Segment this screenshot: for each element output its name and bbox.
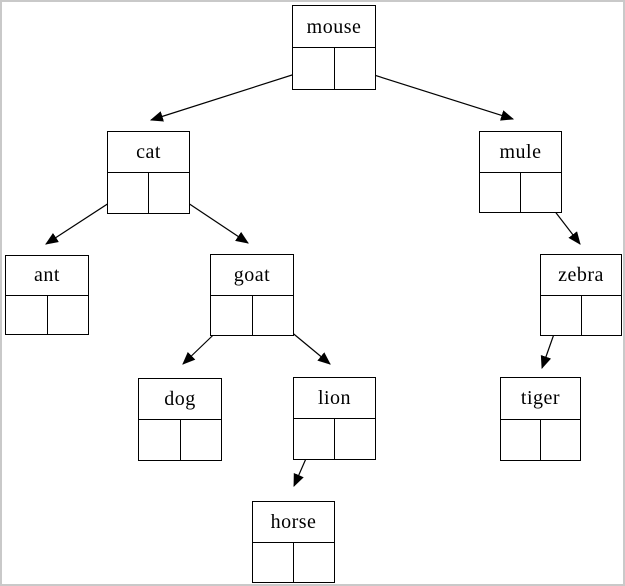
left-pointer-cell-goat (211, 295, 253, 335)
left-pointer-cell-tiger (501, 419, 541, 460)
right-pointer-cell-tiger (541, 420, 580, 461)
edge-mouse-mule (354, 68, 515, 121)
node-label-zebra: zebra (558, 263, 604, 286)
pointer-cells-mule (480, 171, 561, 213)
node-label-mouse: mouse (306, 15, 362, 38)
left-pointer-cell-horse (253, 542, 294, 582)
tree-node-mouse: mouse (292, 5, 376, 90)
pointer-cells-cat (108, 172, 189, 213)
node-label-dog: dog (164, 388, 196, 410)
right-pointer-cell-mule (521, 173, 561, 213)
pointer-cells-dog (139, 419, 221, 460)
node-label-tiger: tiger (520, 387, 561, 410)
pointer-cells-lion (294, 418, 375, 459)
pointer-cells-ant (6, 294, 89, 335)
left-pointer-cell-mule (480, 172, 521, 212)
edge-mouse-cat (149, 67, 315, 122)
right-pointer-cell-goat (253, 296, 294, 336)
tree-node-zebra: zebra (540, 254, 622, 336)
node-label-cat: cat (136, 141, 161, 163)
right-pointer-cell-dog (181, 420, 222, 460)
node-label-goat: goat (233, 263, 271, 286)
tree-node-cat: cat (107, 131, 190, 214)
tree-node-goat: goat (210, 254, 294, 336)
right-pointer-cell-cat (149, 173, 189, 213)
tree-node-lion: lion (293, 377, 376, 460)
tree-node-dog: dog (138, 378, 222, 461)
tree-node-ant: ant (5, 255, 89, 335)
pointer-cells-horse (253, 541, 334, 583)
tree-node-mule: mule (479, 131, 562, 213)
node-label-ant: ant (34, 264, 60, 287)
right-pointer-cell-ant (48, 296, 89, 335)
left-pointer-cell-zebra (541, 295, 582, 335)
right-pointer-cell-horse (294, 543, 334, 583)
node-label-horse: horse (270, 510, 317, 533)
left-pointer-cell-dog (139, 420, 181, 460)
pointer-cells-zebra (541, 294, 622, 336)
left-pointer-cell-ant (6, 295, 48, 334)
pointer-cells-tiger (501, 418, 580, 461)
left-pointer-cell-cat (108, 173, 149, 213)
pointer-cells-goat (211, 294, 294, 336)
tree-node-tiger: tiger (500, 377, 581, 461)
node-label-lion: lion (317, 387, 352, 409)
right-pointer-cell-zebra (582, 296, 622, 336)
tree-node-horse: horse (252, 501, 335, 583)
node-label-mule: mule (499, 140, 542, 163)
right-pointer-cell-lion (335, 419, 375, 459)
pointer-cells-mouse (293, 47, 375, 89)
left-pointer-cell-mouse (293, 48, 335, 89)
left-pointer-cell-lion (294, 419, 335, 459)
right-pointer-cell-mouse (335, 48, 376, 89)
